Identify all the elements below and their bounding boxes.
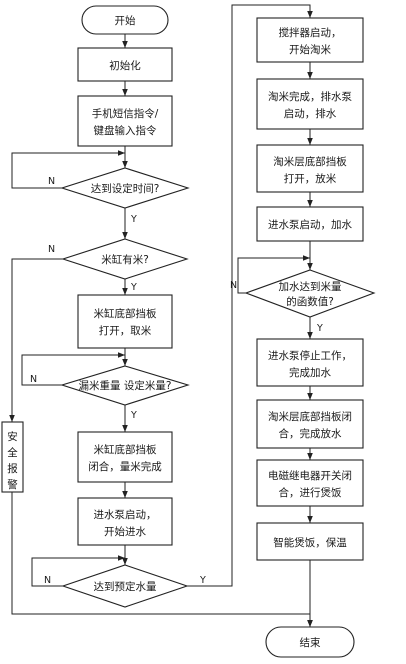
pump-stop-process: 进水泵停止工作， 完成加水 xyxy=(256,338,364,387)
close-wash-process: 淘米层底部挡板闭 合，完成放水 xyxy=(256,399,364,449)
water-on-line2: 开始进水 xyxy=(104,525,146,538)
end-node-label: 结束 xyxy=(300,636,321,649)
stir-process: 搅拌器启动， 开始淘米 xyxy=(256,17,364,63)
keep-warm-process: 智能煲饭，保温 xyxy=(256,522,364,561)
drain-line1: 淘米完成，排水泵 xyxy=(268,90,352,103)
edge-volumecheck-no-loop xyxy=(237,255,310,294)
stir-line1: 搅拌器启动， xyxy=(279,26,342,39)
label-water-no: N xyxy=(44,575,51,586)
edge-ricecheck-no-alarm xyxy=(9,258,63,422)
start-node: 开始 xyxy=(81,5,169,35)
open-tank-process: 米缸底部挡板 打开，取米 xyxy=(77,294,173,349)
init-process: 初始化 xyxy=(77,47,173,82)
alarm-process: 安 全 报 警 xyxy=(1,421,24,493)
volume-check-decision: 加水达到米量 的函数值? xyxy=(244,269,376,318)
label-rice-yes: Y xyxy=(130,282,137,293)
open-wash-process: 淘米层底部挡板 打开，放米 xyxy=(256,144,364,193)
water-on-line1: 进水泵启动， xyxy=(94,508,157,521)
label-weight-no: N xyxy=(30,374,37,385)
edge-waterlevel-no-loop xyxy=(31,555,125,587)
start-node-label: 开始 xyxy=(115,14,136,27)
volume-check-line2: 的函数值? xyxy=(286,295,334,308)
pump-stop-line2: 完成加水 xyxy=(289,366,331,379)
keep-warm-label: 智能煲饭，保温 xyxy=(273,536,347,549)
volume-check-line1: 加水达到米量 xyxy=(279,280,342,293)
relay-line1: 电磁继电器开关闭 xyxy=(268,469,352,482)
flowchart-edges xyxy=(9,4,313,627)
drain-process: 淘米完成，排水泵 启动，排水 xyxy=(256,78,364,130)
init-process-label: 初始化 xyxy=(109,59,141,72)
close-tank-line1: 米缸底部挡板 xyxy=(94,443,157,456)
open-wash-line2: 打开，放米 xyxy=(284,172,337,185)
rice-check-label: 米缸有米? xyxy=(101,253,149,266)
input-process-line1: 手机短信指令/ xyxy=(92,107,159,120)
rice-check-decision: 米缸有米? xyxy=(61,238,189,280)
close-wash-line2: 合，完成放水 xyxy=(279,427,342,440)
label-volume-no: N xyxy=(230,280,237,291)
input-process-line2: 键盘输入指令 xyxy=(94,124,157,137)
flowchart-nodes: 开始 初始化 手机短信指令/ 键盘输入指令 达到设定时间? 米缸有米? 米缸底部… xyxy=(1,5,376,658)
alarm-char-3: 报 xyxy=(7,462,18,475)
add-water-process: 进水泵启动，加水 xyxy=(256,206,364,242)
label-time-yes: Y xyxy=(130,214,137,225)
time-check-decision: 达到设定时间? xyxy=(60,167,190,209)
alarm-char-1: 安 xyxy=(7,430,18,443)
edge-weightcheck-no-loop xyxy=(21,352,125,386)
open-tank-line1: 米缸底部挡板 xyxy=(94,307,157,320)
relay-process: 电磁继电器开关闭 合，进行煲饭 xyxy=(256,459,364,507)
stir-line2: 开始淘米 xyxy=(289,43,331,56)
weight-check-label: 漏米重量 设定米量? xyxy=(79,379,172,392)
open-wash-line1: 淘米层底部挡板 xyxy=(273,155,347,168)
edge-timecheck-no-loop xyxy=(11,150,125,189)
label-weight-yes: Y xyxy=(130,410,137,421)
weight-check-decision: 漏米重量 设定米量? xyxy=(60,365,190,406)
water-level-decision: 达到预定水量 xyxy=(61,564,189,608)
label-rice-no: N xyxy=(48,244,55,255)
water-level-label: 达到预定水量 xyxy=(94,580,157,593)
label-water-yes: Y xyxy=(199,575,206,586)
end-node: 结束 xyxy=(265,626,355,658)
drain-line2: 启动，排水 xyxy=(284,107,337,120)
open-tank-line2: 打开，取米 xyxy=(99,324,152,337)
alarm-char-4: 警 xyxy=(7,478,18,491)
pump-stop-line1: 进水泵停止工作， xyxy=(268,349,352,362)
flowchart-edge-labels: N Y N Y N Y N Y N Y xyxy=(30,176,323,586)
input-process: 手机短信指令/ 键盘输入指令 xyxy=(77,95,173,147)
label-volume-yes: Y xyxy=(316,323,323,334)
close-tank-process: 米缸底部挡板 闭合，量米完成 xyxy=(77,431,173,483)
time-check-label: 达到设定时间? xyxy=(91,182,160,195)
relay-line2: 合，进行煲饭 xyxy=(279,486,342,499)
label-time-no: N xyxy=(48,176,55,187)
close-wash-line1: 淘米层底部挡板闭 xyxy=(268,410,352,423)
alarm-char-2: 全 xyxy=(7,446,18,459)
close-tank-line2: 闭合，量米完成 xyxy=(88,460,162,473)
edge-waterlevel-yes-stir xyxy=(187,4,313,587)
add-water-label: 进水泵启动，加水 xyxy=(268,218,352,231)
water-on-process: 进水泵启动， 开始进水 xyxy=(77,497,173,546)
